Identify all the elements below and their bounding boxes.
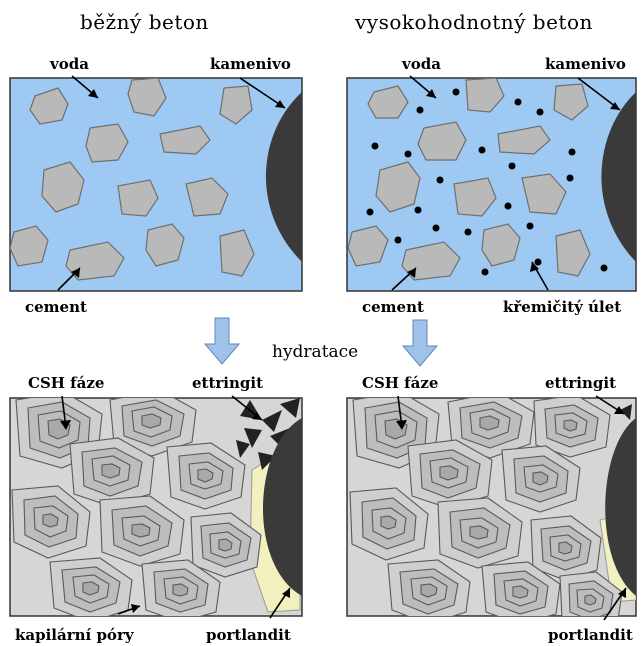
cement-particle — [418, 122, 466, 160]
hydration-arrow-right — [403, 320, 437, 366]
hydration-arrow-left — [205, 318, 239, 364]
